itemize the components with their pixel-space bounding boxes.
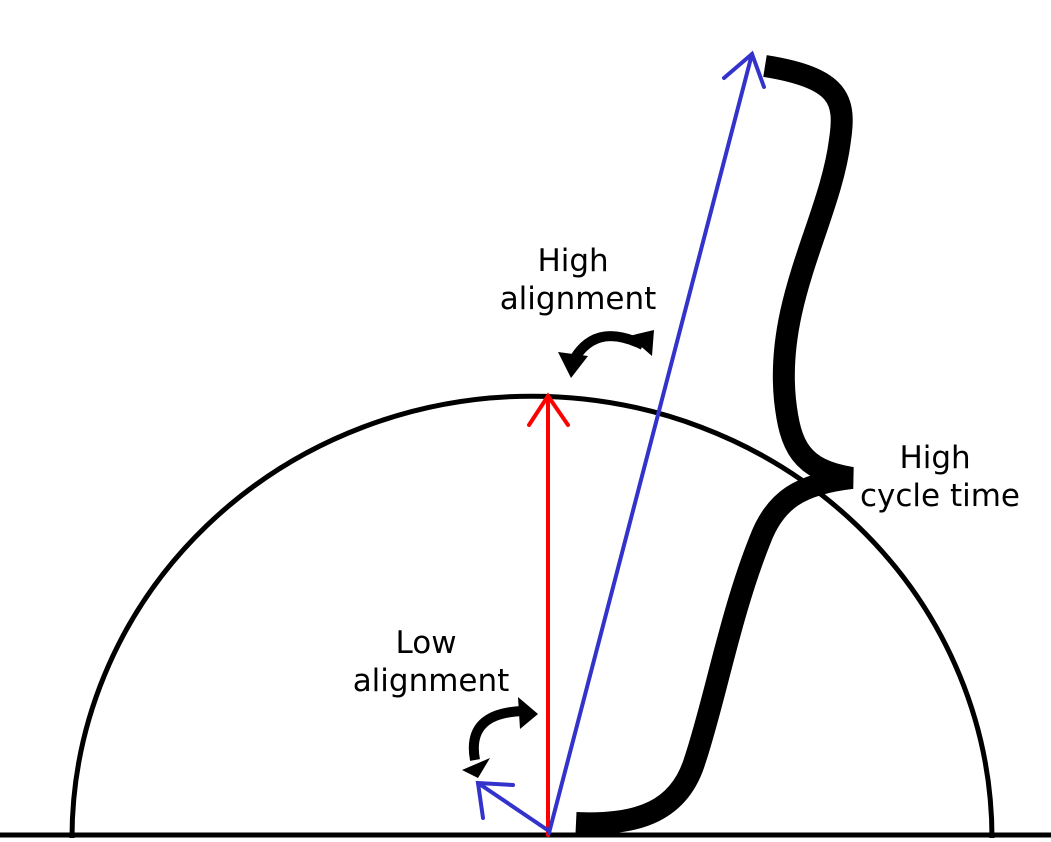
high-cycle-time-label-line2: cycle time: [860, 478, 1020, 514]
low-alignment-label-line2: alignment: [353, 663, 510, 699]
high-alignment-label-line1: High: [537, 243, 608, 279]
high-cycle-time-label-line1: High: [899, 440, 970, 476]
blue-vector-short: [475, 780, 551, 833]
cycle-time-brace: [575, 55, 854, 835]
low-alignment-label: Low alignment: [353, 625, 510, 699]
red-vector: [527, 392, 570, 837]
high-alignment-label: High alignment: [500, 243, 657, 317]
high-alignment-label-line2: alignment: [500, 281, 657, 317]
low-alignment-rotate-icon: [462, 697, 538, 778]
high-cycle-time-label: High cycle time: [860, 440, 1020, 514]
semicircle-boundary: [69, 393, 995, 839]
high-alignment-rotate-icon: [558, 330, 654, 378]
blue-vector-long: [547, 50, 766, 835]
low-alignment-label-line1: Low: [396, 625, 457, 661]
